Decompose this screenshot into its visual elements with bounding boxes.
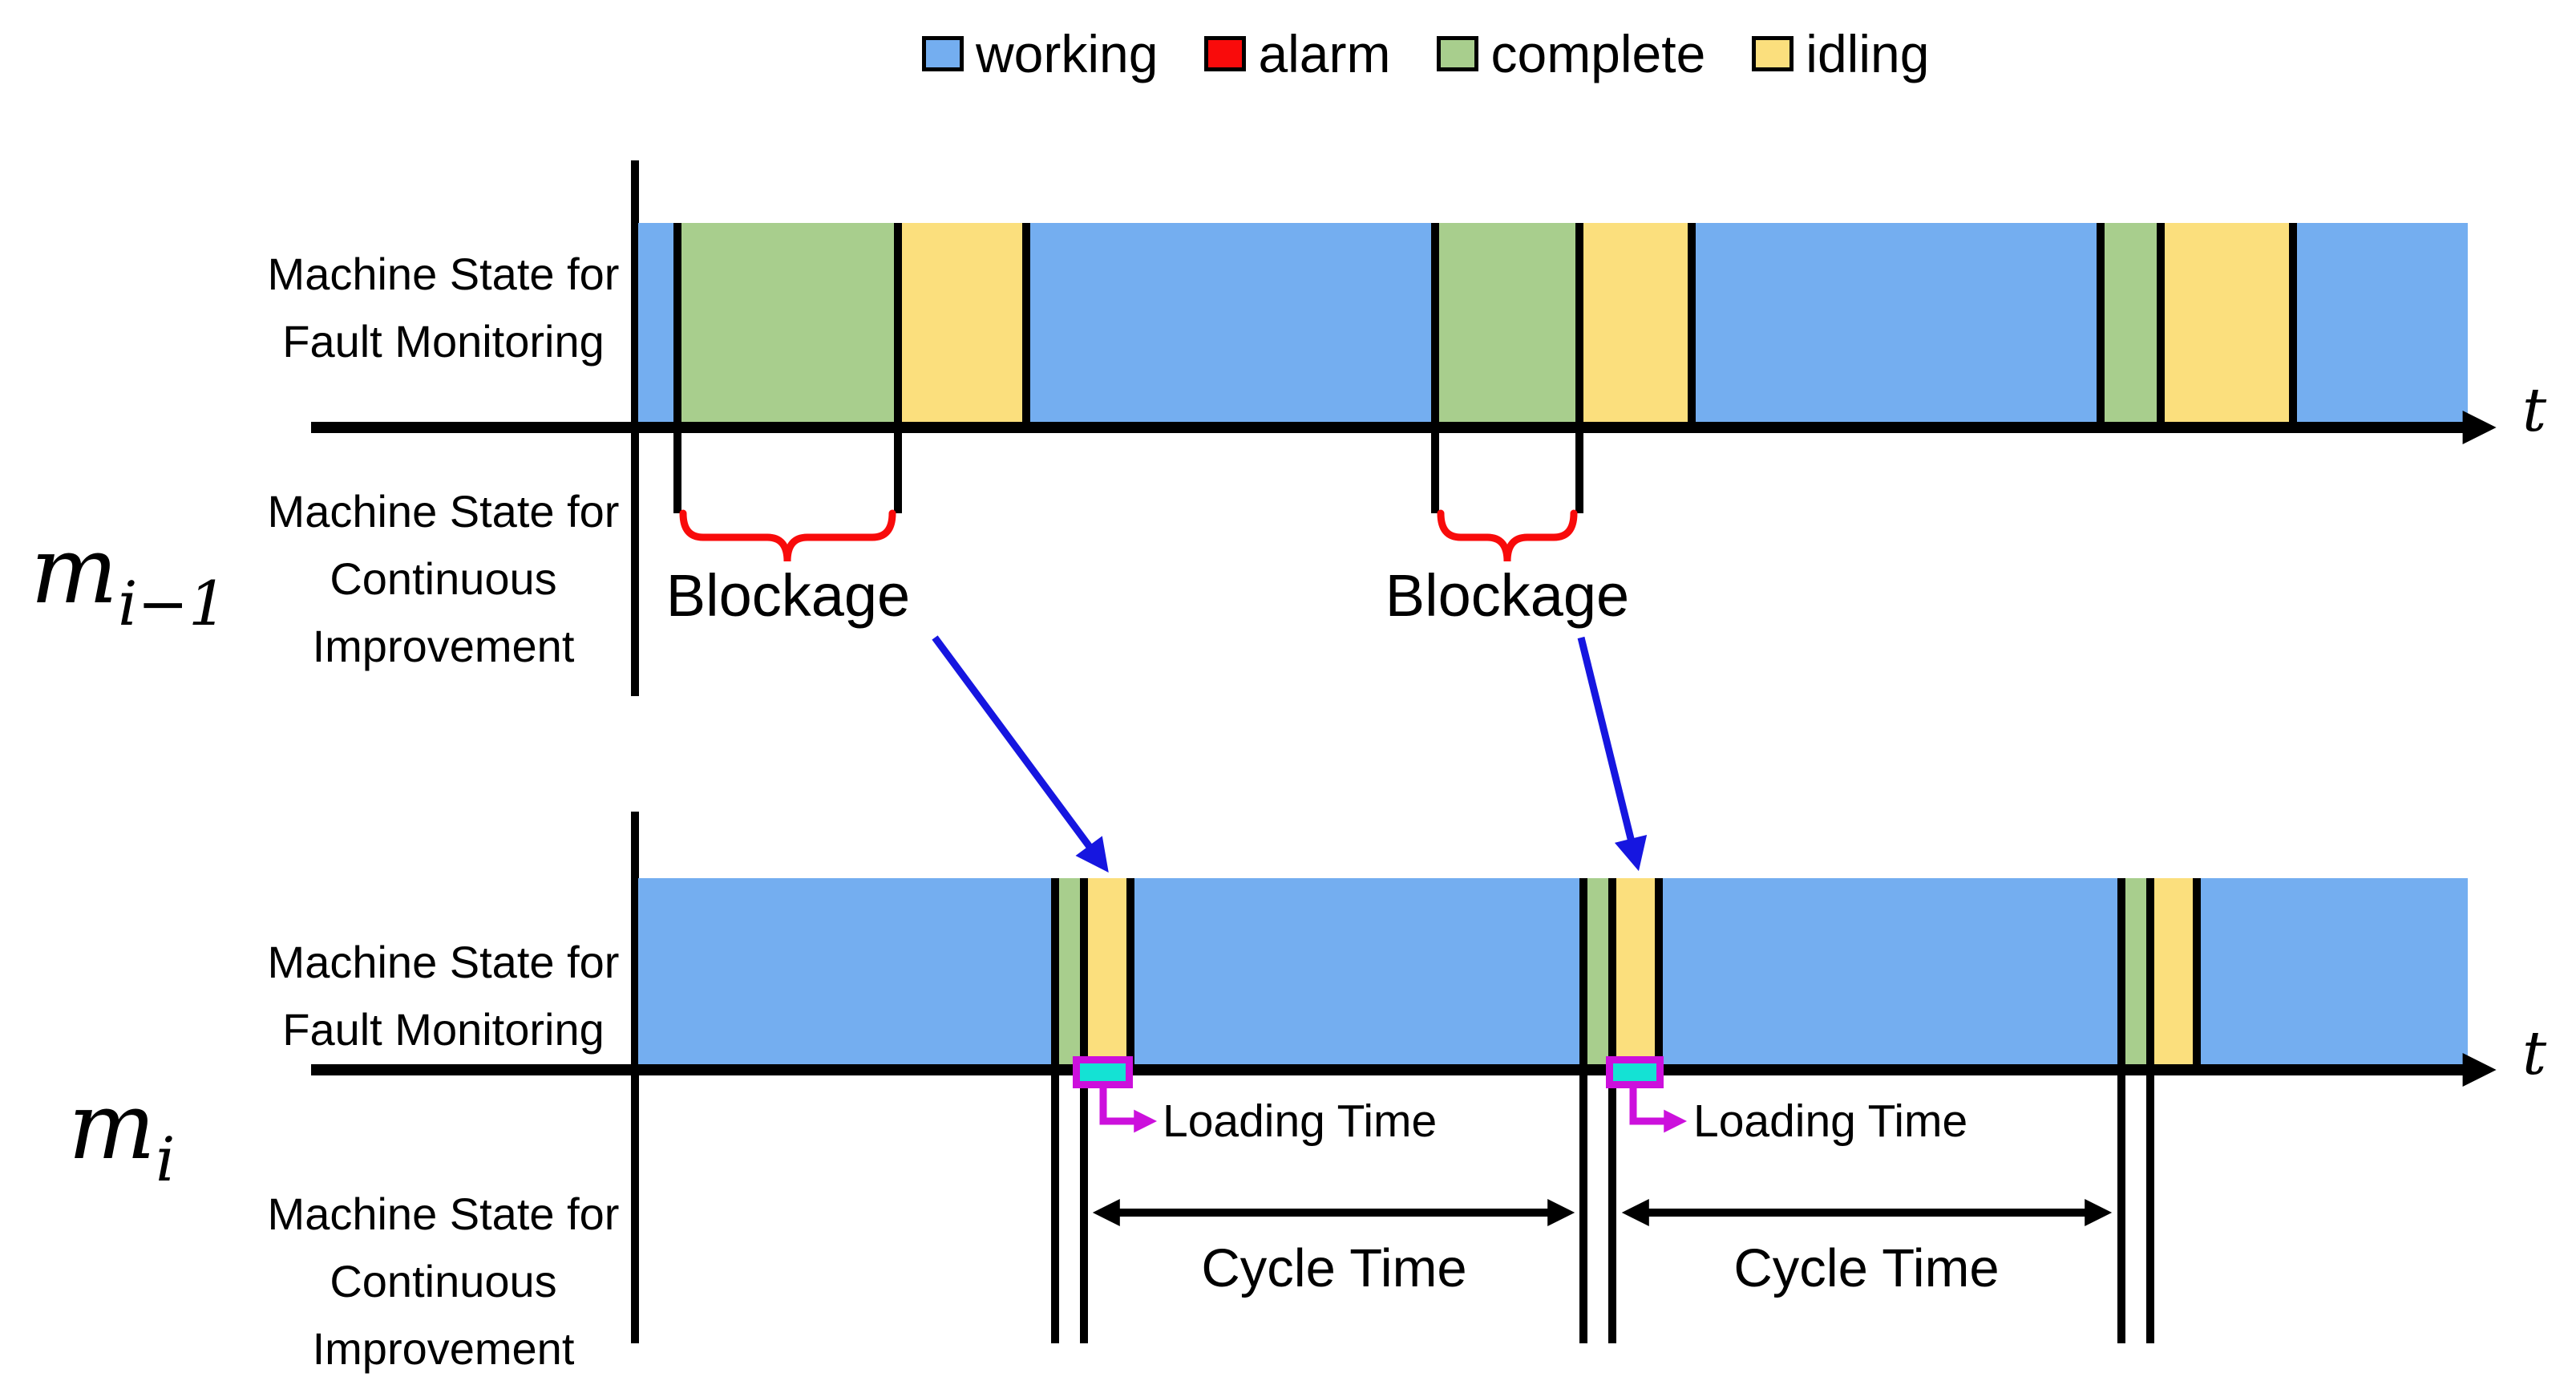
row-label-line: Continuous bbox=[330, 553, 557, 604]
legend-item-working: working bbox=[922, 27, 1158, 80]
timeline-segment-working bbox=[1030, 223, 1431, 422]
legend-item-complete: complete bbox=[1437, 27, 1705, 80]
machine-label-subscript: i−1 bbox=[118, 568, 228, 639]
cycle-boundary-line bbox=[1579, 1075, 1587, 1343]
legend-item-idling: idling bbox=[1752, 27, 1929, 80]
timeline-segment-idling bbox=[2154, 878, 2193, 1064]
machine-label-m-prev: mi−1 bbox=[30, 525, 227, 634]
row-label-line: Improvement bbox=[312, 621, 575, 671]
row-label-m-prev-fault-monitoring: Machine State for Fault Monitoring bbox=[268, 241, 620, 375]
timeline-segment-idling bbox=[1088, 878, 1126, 1064]
cycle-boundary-line bbox=[1608, 1075, 1616, 1343]
timeline-segment-working bbox=[1696, 223, 2097, 422]
blockage-brace-2 bbox=[1437, 509, 1578, 562]
blockage-brace-1 bbox=[679, 509, 896, 562]
timeline-segment-working bbox=[638, 223, 673, 422]
row-label-m-i-continuous-improvement: Machine State for Continuous Improvement bbox=[268, 1181, 620, 1377]
cycle-boundary-line bbox=[2146, 1075, 2154, 1343]
time-axis-label-m-i: t bbox=[2522, 1018, 2547, 1088]
legend-swatch-idling bbox=[1752, 36, 1794, 71]
cycle-boundary-line bbox=[2117, 1075, 2125, 1343]
value-axis-m-i bbox=[631, 812, 639, 1343]
blockage-tick bbox=[1575, 433, 1583, 513]
loading-time-label-1: Loading Time bbox=[1163, 1096, 1438, 1147]
blockage-label-2: Blockage bbox=[1385, 562, 1630, 629]
row-label-m-prev-continuous-improvement: Machine State for Continuous Improvement bbox=[268, 478, 620, 680]
timeline-segment-working bbox=[1663, 878, 2117, 1064]
machine-label-base: m bbox=[68, 1073, 156, 1181]
timeline-m-prev bbox=[638, 223, 2468, 422]
cycle-boundary-line bbox=[1051, 1075, 1059, 1343]
legend-swatch-complete bbox=[1437, 36, 1479, 71]
timeline-segment-complete bbox=[1587, 878, 1608, 1064]
cycle-time-label-1: Cycle Time bbox=[1201, 1238, 1467, 1298]
timeline-segment-complete bbox=[1439, 223, 1575, 422]
loading-time-label-2: Loading Time bbox=[1693, 1096, 1968, 1147]
timeline-segment-idling bbox=[1616, 878, 1655, 1064]
legend: working alarm complete idling bbox=[922, 27, 1929, 80]
timeline-segment-working bbox=[2201, 878, 2468, 1064]
blockage-label-1: Blockage bbox=[665, 562, 911, 629]
row-label-line: Machine State for bbox=[267, 249, 620, 299]
timeline-segment-idling bbox=[2165, 223, 2289, 422]
timeline-segment-working bbox=[1134, 878, 1579, 1064]
blockage-arrow-2 bbox=[1577, 636, 1648, 872]
legend-label-idling: idling bbox=[1806, 24, 1930, 83]
legend-swatch-alarm bbox=[1204, 36, 1247, 71]
timeline-m-i bbox=[638, 878, 2468, 1064]
row-label-line: Continuous bbox=[330, 1256, 557, 1306]
legend-label-complete: complete bbox=[1490, 24, 1706, 83]
blockage-arrow-1 bbox=[932, 635, 1109, 873]
timeline-segment-complete bbox=[2105, 223, 2157, 422]
timeline-segment-complete bbox=[2125, 878, 2146, 1064]
loading-time-pointer-1 bbox=[1099, 1086, 1158, 1133]
legend-label-working: working bbox=[976, 24, 1159, 83]
blockage-tick bbox=[894, 433, 902, 513]
row-label-line: Machine State for bbox=[267, 486, 620, 537]
row-label-line: Machine State for bbox=[267, 1189, 620, 1239]
blockage-tick bbox=[1431, 433, 1439, 513]
row-label-line: Machine State for bbox=[267, 937, 620, 987]
row-label-line: Fault Monitoring bbox=[282, 316, 605, 367]
timeline-segment-complete bbox=[681, 223, 894, 422]
row-label-line: Fault Monitoring bbox=[282, 1004, 605, 1055]
row-label-line: Improvement bbox=[312, 1323, 575, 1374]
machine-label-m-i: mi bbox=[68, 1081, 175, 1190]
loading-time-pointer-2 bbox=[1629, 1086, 1688, 1133]
blockage-tick bbox=[673, 433, 681, 513]
cycle-boundary-line bbox=[1080, 1075, 1088, 1343]
legend-label-alarm: alarm bbox=[1258, 24, 1391, 83]
row-label-m-i-fault-monitoring: Machine State for Fault Monitoring bbox=[268, 929, 620, 1063]
timeline-segment-working bbox=[2297, 223, 2468, 422]
cycle-time-label-2: Cycle Time bbox=[1733, 1238, 2000, 1298]
timeline-segment-idling bbox=[1583, 223, 1688, 422]
timeline-segment-complete bbox=[1059, 878, 1080, 1064]
timeline-segment-working bbox=[638, 878, 1051, 1064]
legend-item-alarm: alarm bbox=[1204, 27, 1390, 80]
timeline-segment-idling bbox=[902, 223, 1022, 422]
machine-label-subscript: i bbox=[156, 1124, 176, 1195]
time-axis-label-m-prev: t bbox=[2522, 375, 2547, 445]
machine-label-base: m bbox=[30, 517, 119, 625]
legend-swatch-working bbox=[922, 36, 964, 71]
